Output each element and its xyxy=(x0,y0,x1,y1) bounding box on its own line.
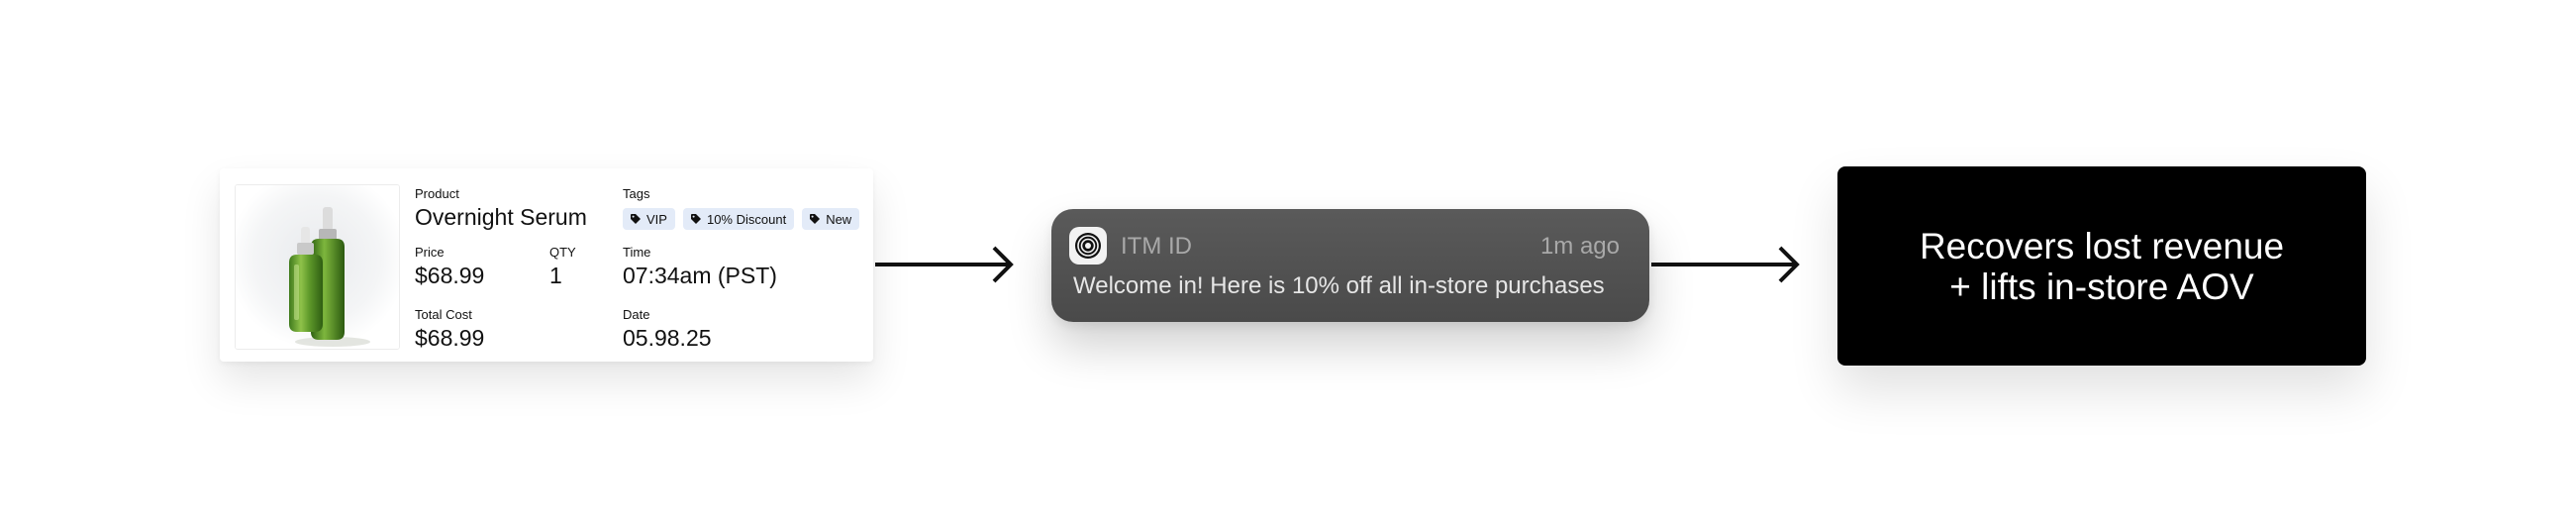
tag-vip[interactable]: VIP xyxy=(623,208,675,230)
result-line-1: Recovers lost revenue xyxy=(1919,225,2285,266)
price-value: $68.99 xyxy=(415,263,485,288)
tag-list: VIP 10% Discount New xyxy=(623,208,860,230)
result-callout: Recovers lost revenue + lifts in-store A… xyxy=(1837,166,2366,366)
tag-label: 10% Discount xyxy=(706,211,787,227)
time-value: 07:34am (PST) xyxy=(623,263,777,288)
product-card: Product Overnight Serum Price $68.99 QTY… xyxy=(220,168,873,362)
date-label: Date xyxy=(623,307,650,322)
tag-discount[interactable]: 10% Discount xyxy=(682,208,795,230)
total-cost-value: $68.99 xyxy=(415,325,485,351)
date-value: 05.98.25 xyxy=(623,325,712,351)
notification-timestamp: 1m ago xyxy=(1539,233,1620,260)
qty-value: 1 xyxy=(549,263,562,288)
qty-label: QTY xyxy=(549,245,576,260)
tags-label: Tags xyxy=(623,186,650,201)
time-label: Time xyxy=(623,245,651,260)
tag-icon xyxy=(690,214,701,224)
arrow-right-icon xyxy=(1651,246,1800,283)
price-label: Price xyxy=(415,245,445,260)
notification-message: Welcome in! Here is 10% off all in-store… xyxy=(1073,272,1605,299)
tag-icon xyxy=(631,214,641,224)
tag-icon xyxy=(810,214,821,224)
tag-new[interactable]: New xyxy=(802,208,860,230)
notification-app-name: ITM ID xyxy=(1121,233,1192,260)
concentric-circles-logo-icon xyxy=(1069,227,1107,265)
push-notification[interactable]: ITM ID 1m ago Welcome in! Here is 10% of… xyxy=(1051,209,1649,322)
result-line-2: + lifts in-store AOV xyxy=(1949,266,2254,307)
tag-label: New xyxy=(826,211,852,227)
serum-bottle-image xyxy=(236,185,399,349)
arrow-right-icon xyxy=(875,246,1014,283)
product-label: Product xyxy=(415,186,459,201)
product-name: Overnight Serum xyxy=(415,204,587,230)
total-cost-label: Total Cost xyxy=(415,307,472,322)
tag-label: VIP xyxy=(646,211,667,227)
product-image xyxy=(235,184,400,350)
